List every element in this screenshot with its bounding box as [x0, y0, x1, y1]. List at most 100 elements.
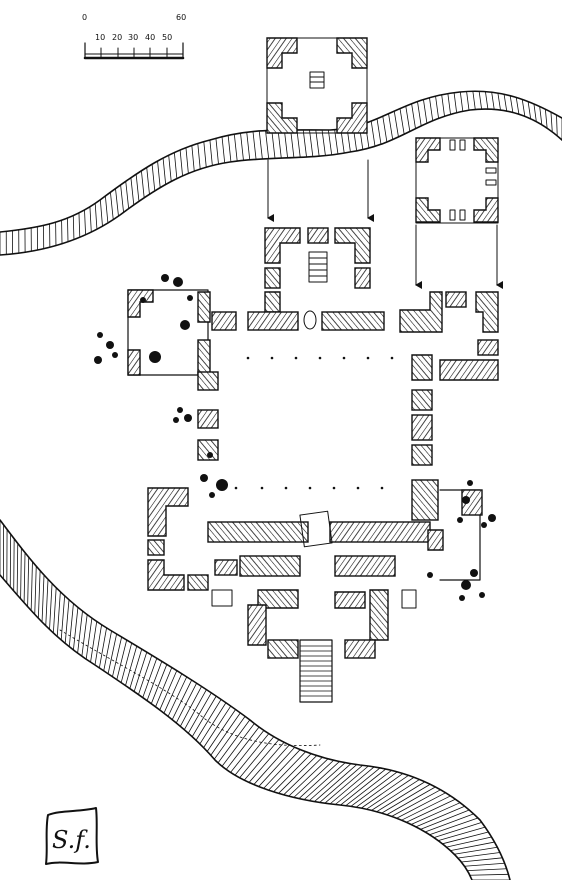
hatch-stroke [314, 764, 358, 802]
hatch-stroke [472, 90, 476, 110]
hatch-stroke [271, 129, 276, 159]
hatch-stroke [283, 129, 289, 159]
hatch-stroke [533, 103, 537, 123]
pillar-dot [356, 486, 360, 490]
scale-tick-label: 20 [112, 33, 122, 42]
pillar-dot [294, 356, 298, 360]
hatch-stroke [183, 689, 207, 731]
hatch-stroke [446, 836, 492, 848]
hatch-stroke [112, 636, 123, 678]
hatch-stroke [429, 817, 479, 836]
hatch-stroke [485, 91, 489, 110]
hatch-stroke [104, 195, 109, 224]
hatch-stroke [84, 209, 86, 236]
hatch-stroke [67, 217, 69, 243]
signature-stamp: S.f. [45, 807, 99, 865]
rubble-stone [173, 277, 183, 287]
hatch-stroke [350, 771, 398, 807]
hatch-stroke [396, 792, 446, 819]
hatch-stroke [230, 729, 265, 773]
signature-text: S.f. [52, 826, 91, 854]
hatch-stroke [277, 129, 282, 159]
hatch-stroke [298, 761, 340, 799]
hatch-stroke [233, 133, 238, 162]
hatch-stroke [457, 852, 501, 859]
hatch-stroke [167, 676, 188, 717]
hatch-stroke [370, 120, 376, 147]
scale-tick-label: 30 [128, 33, 138, 42]
northeast-tower [415, 137, 499, 224]
hatch-stroke [415, 805, 466, 828]
hatch-stroke [453, 92, 458, 114]
rubble-stone [97, 332, 103, 338]
hatch-stroke [243, 739, 280, 781]
hatch-stroke [420, 809, 470, 830]
hatch-stroke [77, 610, 83, 654]
hatch-stroke [423, 99, 428, 124]
hatch-stroke [268, 751, 307, 791]
hatch-stroke [45, 578, 49, 627]
hatch-stroke [73, 607, 79, 651]
hatch-stroke [302, 129, 307, 158]
hatch-stroke [64, 599, 70, 644]
hatch-stroke [227, 134, 232, 163]
hatch-stroke [411, 103, 416, 130]
hatch-stroke [405, 798, 456, 823]
hatch-stroke [497, 92, 501, 111]
hatch-stroke [478, 90, 482, 110]
pillar-dot [246, 356, 250, 360]
hatch-stroke [550, 111, 553, 133]
hatch-stroke [293, 759, 335, 798]
hatch-stroke [503, 93, 508, 112]
rubble-stone [462, 496, 470, 504]
hatch-stroke [334, 129, 339, 155]
hatch-stroke [273, 753, 312, 793]
rubble [94, 274, 496, 601]
hatch-stroke [453, 846, 498, 855]
river-south-hatching [0, 519, 511, 880]
hatch-stroke [393, 110, 399, 138]
river-north [0, 90, 562, 256]
hatch-stroke [435, 95, 439, 119]
hatch-stroke [340, 768, 387, 806]
rubble-stone [470, 569, 478, 577]
hatch-stroke [60, 595, 66, 641]
hatch-stroke [103, 630, 112, 672]
hatch-stroke [41, 574, 45, 623]
hatch-stroke [234, 733, 270, 776]
hatch-stroke [206, 709, 236, 752]
hatch-stroke [429, 97, 434, 122]
hatch-stroke [99, 199, 103, 227]
rubble-stone [187, 295, 193, 301]
hatch-stroke [78, 212, 81, 238]
hatch-stroke [94, 624, 103, 666]
pillar-dot [366, 356, 370, 360]
hatch-stroke [303, 762, 346, 801]
hatch-stroke [288, 758, 329, 797]
hatch-stroke [319, 764, 363, 803]
hatch-stroke [90, 621, 98, 663]
hatch-stroke [515, 97, 520, 115]
north-tower [266, 37, 368, 134]
hatch-stroke [433, 821, 483, 838]
hatch-stroke [107, 633, 118, 675]
scale-start-label: 0 [82, 13, 87, 22]
hatch-stroke [376, 781, 426, 813]
rubble-stone [207, 452, 213, 458]
hatch-stroke [179, 686, 202, 727]
pillar-dot [260, 486, 264, 490]
hatch-stroke [151, 163, 156, 192]
hatch-stroke [34, 565, 37, 615]
hatch-stroke [195, 699, 222, 741]
hatch-stroke [544, 108, 548, 129]
hatch-stroke [98, 627, 107, 669]
hatch-stroke [125, 180, 130, 209]
hatch-stroke [246, 131, 251, 161]
scale-bar: 0 60 10 20 30 40 50 [82, 13, 186, 60]
hatch-stroke [130, 177, 135, 206]
hatch-stroke [258, 746, 296, 787]
hatch-stroke [162, 157, 167, 185]
hatch-stroke [539, 106, 543, 126]
hatch-stroke [466, 91, 470, 111]
hatch-stroke [129, 648, 143, 689]
